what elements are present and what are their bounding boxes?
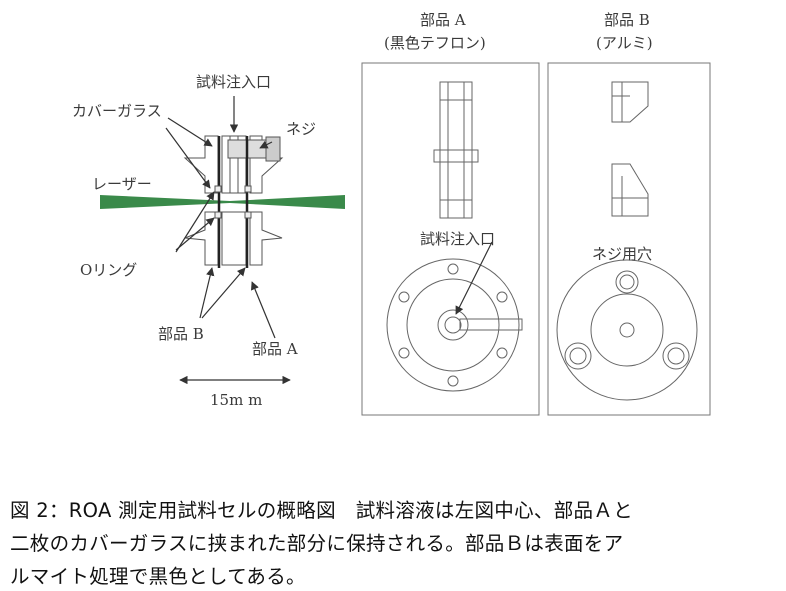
panel-b-title: 部品 B	[604, 11, 650, 29]
panel-b-hole-label: ネジ用穴	[592, 245, 652, 263]
scale-label: 15m m	[210, 391, 262, 409]
part-b-upper-left	[183, 135, 219, 194]
panel-part-a: 部品 A (黒色テフロン) 試料注入口	[361, 11, 540, 416]
part-b-lower-right	[249, 211, 283, 266]
caption-line-3: ルマイト処理で黒色としてある。	[10, 565, 306, 588]
panel-part-b: 部品 B (アルミ) ネジ用穴	[547, 11, 711, 416]
coverglass-label: カバーガラス	[72, 102, 162, 120]
part-b-disc	[556, 259, 698, 401]
o-ring	[214, 185, 222, 193]
panel-a-subtitle: (黒色テフロン)	[384, 34, 486, 52]
part-a-lower	[221, 211, 247, 266]
panel-b-frame	[547, 62, 711, 416]
cell-schematic-figure: 試料注入口 カバーガラス ネジ レーザー Oリング 部品 B 部品 A 15m …	[72, 11, 711, 416]
inlet-label: 試料注入口	[196, 73, 271, 91]
caption-line-2: 二枚のカバーガラスに挟まれた部分に保持される。部品Ｂは表面をア	[10, 532, 624, 555]
caption-line-1: 図 2：ROA 測定用試料セルの概略図 試料溶液は左図中心、部品Ａと	[10, 499, 633, 522]
laser-label: レーザー	[92, 175, 152, 193]
screw-label: ネジ	[286, 120, 316, 138]
part-a-label: 部品 A	[252, 340, 298, 358]
screw	[227, 139, 273, 159]
laser-beam	[100, 195, 345, 209]
panel-a-inlet-label: 試料注入口	[420, 230, 495, 248]
part-a-disc	[386, 258, 520, 392]
panel-a-title: 部品 A	[420, 11, 466, 29]
pointer-arrows	[165, 96, 291, 385]
panel-b-subtitle: (アルミ)	[596, 34, 653, 52]
oring-label: Oリング	[80, 261, 137, 279]
panel-a-frame	[361, 62, 540, 416]
part-b-label: 部品 B	[158, 325, 204, 343]
cross-section-diagram	[100, 135, 345, 268]
